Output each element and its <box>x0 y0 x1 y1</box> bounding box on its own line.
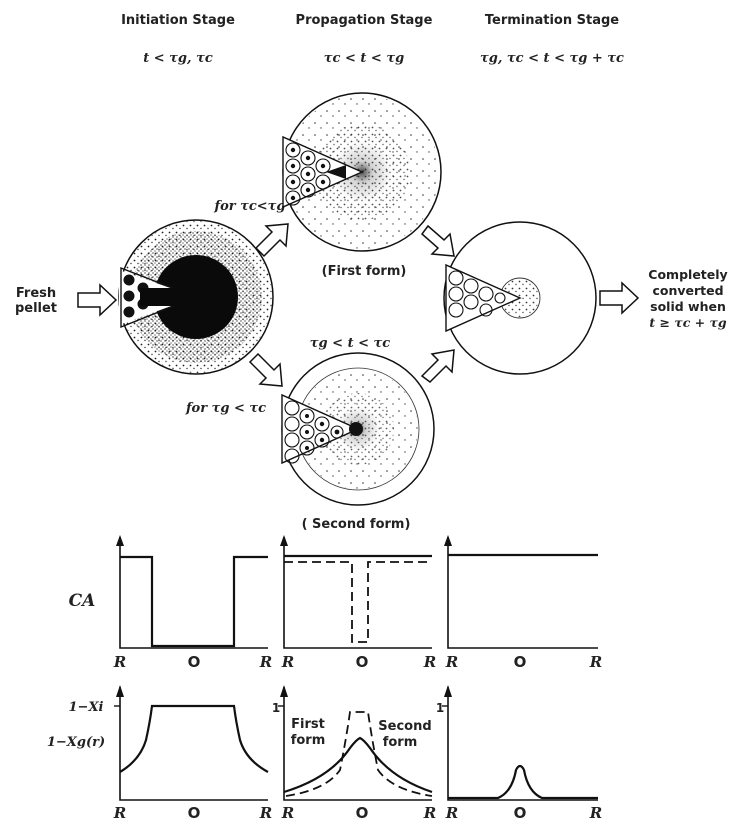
tick-r-right-2: R <box>423 653 436 671</box>
lower-merge-arrow-icon <box>420 349 455 383</box>
tick-o-4: O <box>188 804 201 822</box>
first-form-curve-label: First <box>291 717 325 732</box>
termination-stage-title: Termination Stage <box>485 13 619 28</box>
upper-branch-label: for τc<τg <box>213 199 285 214</box>
output-line-2: converted <box>652 283 723 298</box>
output-arrow-icon <box>599 281 640 315</box>
one-minus-xi-label: 1−Xi <box>69 700 104 715</box>
one-label-propagation: 1 <box>272 701 280 715</box>
second-form-pellet <box>281 352 435 506</box>
tick-r-left-6: R <box>445 804 458 822</box>
lower-branch-label: for τg < τc <box>185 401 266 416</box>
graph-ca-propagation <box>280 535 432 649</box>
second-form-curve-label: Second <box>378 719 431 734</box>
input-arrow-icon <box>77 283 118 317</box>
termination-condition: τg, τc < t < τg + τc <box>480 51 624 66</box>
tick-o-1: O <box>188 653 201 671</box>
tick-o-3: O <box>514 653 527 671</box>
graph-x-propagation <box>278 685 433 801</box>
first-form-pellet <box>282 92 442 252</box>
second-form-condition: τg < t < τc <box>310 336 390 351</box>
initiation-pellet <box>118 219 274 375</box>
second-form-label: ( Second form) <box>302 517 411 532</box>
tick-r-left-5: R <box>281 804 294 822</box>
first-form-label: (First form) <box>322 264 407 279</box>
lower-branch-arrow-icon <box>248 352 283 387</box>
termination-pellet <box>443 221 597 375</box>
tick-r-left-1: R <box>113 653 126 671</box>
initiation-stage-title: Initiation Stage <box>121 13 235 28</box>
output-line-3: solid when <box>650 299 726 314</box>
tick-o-6: O <box>514 804 527 822</box>
tick-o-5: O <box>356 804 369 822</box>
ca-ylabel: CA <box>69 591 96 611</box>
graph-x-initiation <box>114 685 269 801</box>
tick-r-right-4: R <box>259 804 272 822</box>
propagation-condition: τc < t < τg <box>324 51 404 66</box>
fresh-label: Fresh <box>16 286 56 301</box>
pellet-label: pellet <box>15 301 57 316</box>
tick-r-right-6: R <box>589 804 602 822</box>
tick-r-left-2: R <box>281 653 294 671</box>
one-minus-xg-label: 1−Xg(r) <box>47 735 105 750</box>
tick-r-left-4: R <box>113 804 126 822</box>
graph-ca-termination <box>444 535 598 649</box>
upper-branch-arrow-icon <box>254 223 289 258</box>
graph-x-termination <box>442 685 598 801</box>
tick-r-right-3: R <box>589 653 602 671</box>
graph-ca-initiation <box>116 535 268 649</box>
propagation-stage-title: Propagation Stage <box>296 13 433 28</box>
tick-r-left-3: R <box>445 653 458 671</box>
tick-r-right-1: R <box>259 653 272 671</box>
first-form-curve-label-2: form <box>291 733 326 748</box>
tick-r-right-5: R <box>423 804 436 822</box>
second-form-curve-label-2: form <box>383 735 418 750</box>
upper-merge-arrow-icon <box>420 224 455 257</box>
one-label-termination: 1 <box>436 701 444 715</box>
tick-o-2: O <box>356 653 369 671</box>
initiation-condition: t < τg, τc <box>143 51 213 66</box>
output-line-4: t ≥ τc + τg <box>649 315 727 330</box>
output-line-1: Completely <box>648 267 727 282</box>
